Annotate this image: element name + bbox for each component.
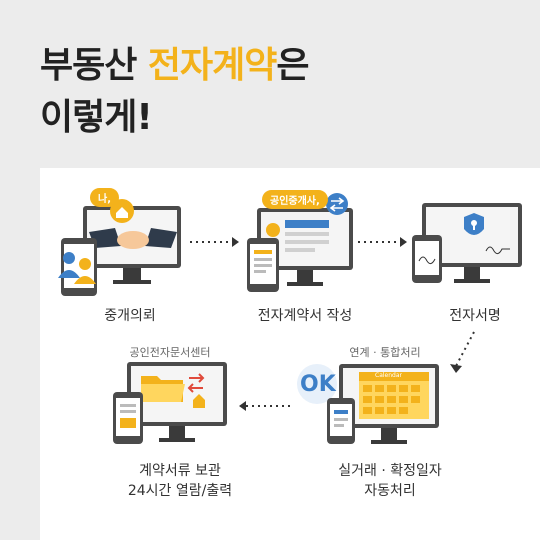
arrow-3-4: [450, 331, 475, 373]
person-body-blue: [58, 270, 80, 278]
step5-illustration: [113, 362, 227, 444]
arrow-1-2: [190, 237, 239, 247]
monitor-base: [287, 282, 323, 286]
monitor-stand: [464, 267, 480, 279]
monitor-stand: [381, 428, 397, 440]
phone-screen: [116, 398, 140, 436]
handshake-right-arm: [145, 228, 177, 248]
monitor-stand: [297, 270, 313, 282]
transfer-bubble: [326, 193, 348, 215]
arrow-4-5: [239, 401, 290, 411]
step5-label-line1: 계약서류 보관: [139, 463, 221, 479]
phone-screen: [415, 241, 439, 275]
calendar-grid: [363, 385, 420, 414]
calendar-header: [359, 372, 429, 381]
person-body-yellow: [74, 276, 96, 284]
title-suffix: 은: [276, 45, 309, 86]
step2-illustration: [247, 193, 353, 292]
page-title: 부동산 전자계약은 이렇게!: [40, 40, 310, 144]
step4-label-line2: 자동처리: [364, 483, 416, 499]
document-line: [285, 232, 329, 236]
step1-label: 중개의뢰: [104, 308, 156, 324]
step3-illustration: [412, 203, 522, 283]
transfer-icon: [329, 197, 345, 212]
step2-label: 전자계약서 작성: [257, 308, 353, 324]
document-line: [285, 240, 329, 244]
transfer-arrows: [187, 373, 205, 393]
arrow-2-3: [358, 237, 407, 247]
person-head-blue: [63, 252, 75, 264]
monitor-base: [454, 279, 490, 283]
monitor-stand: [169, 426, 185, 438]
house-icon: [116, 207, 128, 218]
document-line: [285, 248, 315, 252]
handshake-hands: [117, 231, 149, 249]
step4-label-line1: 실거래 · 확정일자: [338, 463, 442, 479]
person-avatar: [266, 223, 280, 237]
step5-top-label: 공인전자문서센터: [129, 346, 211, 359]
calendar-label: Calendar: [375, 372, 402, 379]
title-line-1: 부동산 전자계약은: [40, 40, 310, 92]
step2-tag: 공인중개사,: [262, 190, 328, 209]
ok-text: OK: [300, 372, 336, 397]
step4-illustration: [297, 364, 439, 444]
monitor-base: [113, 280, 151, 284]
person-head-yellow: [79, 258, 91, 270]
title-line-2: 이렇게!: [40, 97, 153, 138]
signature-scribble: [485, 246, 510, 255]
step1-tag: 나,: [90, 188, 119, 207]
title-highlight: 전자계약: [147, 45, 277, 86]
step4-top-label: 연계 · 통합처리: [349, 346, 421, 359]
title-prefix: 부동산: [40, 45, 148, 86]
step5-label-line2: 24시간 열람/출력: [127, 483, 233, 499]
step1-illustration: [58, 199, 181, 296]
monitor-base: [371, 440, 407, 444]
document-header: [285, 220, 329, 228]
monitor-stand: [123, 268, 141, 280]
house-icon: [193, 394, 205, 408]
step3-label: 전자서명: [449, 308, 501, 324]
monitor-base: [159, 438, 195, 442]
ok-bubble: [297, 364, 337, 404]
